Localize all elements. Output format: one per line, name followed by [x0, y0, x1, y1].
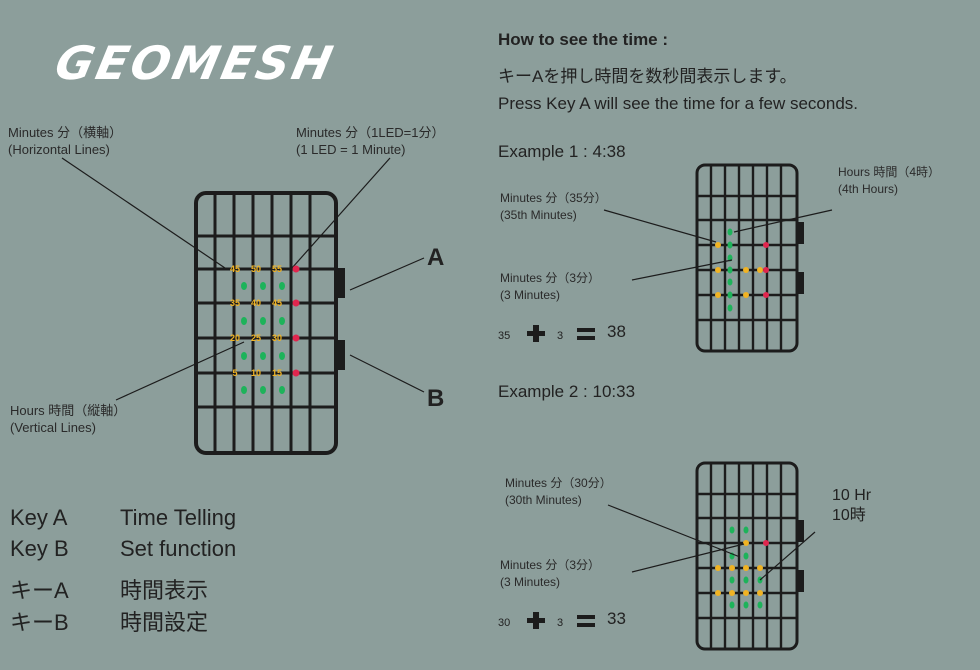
led-num-30: 30 — [272, 333, 282, 343]
example2-label-3min: Minutes 分（3分） (3 Minutes) — [500, 558, 601, 589]
example1-title: Example 1 : 4:38 — [498, 142, 626, 161]
example2-watch — [607, 461, 816, 651]
led-num-45a: 45 — [230, 264, 240, 274]
label-hours-vertical: Hours 時間（縦軸） (Vertical Lines) — [10, 403, 127, 435]
legend-key-b-jp-desc: 時間設定 — [120, 610, 209, 635]
example1-watch — [603, 163, 833, 353]
example1-eq-a: 35 — [498, 330, 511, 342]
main-watch: 45 50 55 35 40 45 20 25 30 5 10 15 — [61, 157, 425, 455]
key-a-label: A — [427, 244, 445, 271]
how-title: How to see the time : — [498, 30, 669, 49]
example2-eq-c: 33 — [607, 609, 626, 628]
legend-key-a-jp-desc: 時間表示 — [120, 578, 209, 603]
label-minutes-horizontal: Minutes 分（横軸） (Horizontal Lines) — [8, 125, 123, 157]
legend-key-b: Key B — [10, 536, 69, 561]
example1-label-3min: Minutes 分（3分） (3 Minutes) — [500, 271, 601, 302]
key-b-label: B — [427, 385, 445, 412]
led-num-5: 5 — [232, 368, 237, 378]
how-line-jp: キーAを押し時間を数秒間表示します。 — [498, 67, 797, 86]
legend-key-b-desc: Set function — [120, 536, 237, 561]
example1-label-35min: Minutes 分（35分） (35th Minutes) — [500, 191, 607, 222]
example2-label-30min: Minutes 分（30分） (30th Minutes) — [505, 476, 612, 507]
example2-title: Example 2 : 10:33 — [498, 382, 636, 401]
led-num-35: 35 — [230, 298, 240, 308]
example1-eq-c: 38 — [607, 322, 626, 341]
led-num-20: 20 — [230, 333, 240, 343]
led-num-50: 50 — [251, 264, 261, 274]
how-line-en: Press Key A will see the time for a few … — [498, 94, 858, 113]
example2-eq-a: 30 — [498, 617, 511, 629]
legend-key-a-jp: キーA — [10, 578, 69, 603]
led-num-55: 55 — [272, 264, 282, 274]
legend-key-a: Key A — [10, 505, 68, 530]
example1-label-hours: Hours 時間（4時） (4th Hours) — [838, 165, 941, 196]
led-num-40: 40 — [251, 298, 261, 308]
example2-label-hours: 10 Hr 10時 — [832, 487, 872, 524]
legend-key-b-jp: キーB — [10, 610, 69, 635]
example1-eq-b: 3 — [557, 330, 564, 342]
example2-eq-b: 3 — [557, 617, 564, 629]
label-minutes-per-led: Minutes 分（1LED=1分） (1 LED = 1 Minute) — [296, 125, 445, 157]
legend-key-a-desc: Time Telling — [120, 505, 237, 530]
led-num-15: 15 — [272, 368, 282, 378]
led-num-10: 10 — [251, 368, 261, 378]
key-b-button[interactable] — [336, 340, 345, 370]
led-num-45b: 45 — [272, 298, 282, 308]
equation-symbols — [527, 325, 595, 629]
key-a-button[interactable] — [336, 268, 345, 298]
led-num-25: 25 — [251, 333, 261, 343]
